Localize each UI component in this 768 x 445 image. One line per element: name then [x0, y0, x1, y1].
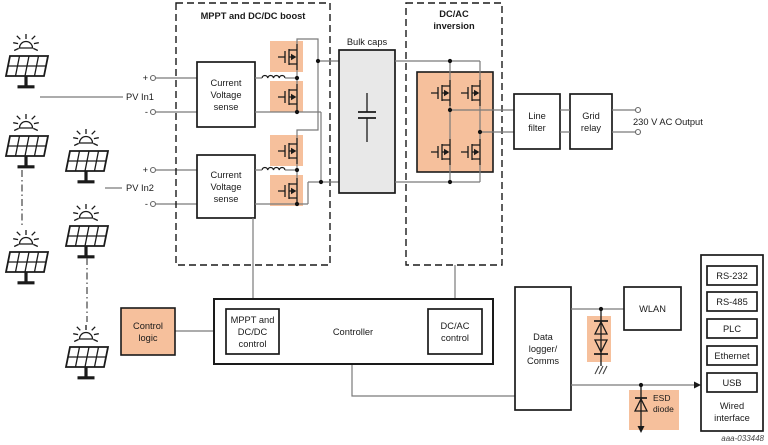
- svg-text:Current: Current: [210, 170, 241, 180]
- solar-panel-icon: [64, 202, 110, 259]
- wired-interface-block: RS-232 RS-485 PLC Ethernet USB Wired int…: [700, 254, 764, 432]
- wlan-block: WLAN: [571, 286, 682, 331]
- pv2-minus-label: -: [145, 199, 148, 209]
- port-rs232: [706, 265, 758, 286]
- line-filter-block: [513, 93, 561, 150]
- port-rs485: [706, 291, 758, 312]
- svg-text:Ethernet: Ethernet: [714, 351, 750, 361]
- pv1-plus-label: +: [143, 73, 148, 83]
- pv-in2-label: PV In2: [126, 183, 154, 193]
- dcac-inversion-section: [405, 2, 503, 266]
- svg-text:DC/DC: DC/DC: [238, 327, 268, 337]
- svg-text:USB: USB: [722, 378, 741, 388]
- current-voltage-sense-1: Current Voltage sense: [196, 61, 256, 128]
- svg-text:Line: Line: [528, 111, 546, 121]
- bulk-caps-label: Bulk caps: [347, 37, 388, 47]
- svg-text:Voltage: Voltage: [210, 90, 241, 100]
- svg-text:Control: Control: [133, 321, 163, 331]
- controller-label: Controller: [333, 327, 373, 337]
- terminal-icon: [634, 128, 642, 136]
- esd-label-2: diode: [653, 404, 674, 414]
- svg-text:Comms: Comms: [527, 356, 559, 366]
- dcac-inversion-title-2: inversion: [433, 21, 475, 31]
- arrow-down-icon: [637, 426, 645, 433]
- mppt-boost-section: [175, 2, 331, 266]
- svg-text:control: control: [441, 333, 469, 343]
- port-plc: [706, 318, 758, 339]
- mppt-boost-title: MPPT and DC/DC boost: [201, 11, 306, 21]
- esd-label-1: ESD: [653, 393, 670, 403]
- terminal-icon: [149, 74, 157, 82]
- inductor-icon: [261, 166, 286, 171]
- inductor-icon: [261, 74, 286, 79]
- diode-icon: [633, 397, 649, 412]
- solar-panel-icon: [4, 32, 50, 89]
- junction-dots: [294, 58, 644, 388]
- esd-highlight: [629, 390, 679, 430]
- solar-panel-icon: [4, 228, 50, 285]
- ac-output-chain: Line filter Grid relay 230 V AC Output: [513, 93, 703, 150]
- control-logic-block: Control logic: [120, 307, 176, 356]
- port-ethernet: [706, 345, 758, 366]
- data-logger-block: Data logger/ Comms: [514, 286, 572, 411]
- svg-text:logic: logic: [138, 333, 157, 343]
- svg-text:Data: Data: [533, 332, 553, 342]
- terminal-icon: [149, 166, 157, 174]
- pv-in1-label: PV In1: [126, 92, 154, 102]
- svg-text:RS-485: RS-485: [716, 297, 748, 307]
- svg-text:MPPT and: MPPT and: [231, 315, 275, 325]
- pv-inputs: PV In1 PV In2 + - + -: [40, 73, 197, 209]
- grid-relay-block: [569, 93, 613, 150]
- mosfet-highlight: [270, 135, 303, 166]
- boost-stage: [255, 38, 339, 206]
- svg-text:PLC: PLC: [723, 324, 741, 334]
- svg-text:sense: sense: [214, 102, 239, 112]
- svg-text:logger/: logger/: [529, 344, 558, 354]
- diode-icon: [593, 339, 609, 354]
- svg-text:RS-232: RS-232: [716, 271, 748, 281]
- svg-text:DC/AC: DC/AC: [441, 321, 470, 331]
- wired-interface-label-1: Wired: [720, 401, 744, 411]
- svg-text:Current: Current: [210, 78, 241, 88]
- mosfet-highlight: [270, 81, 303, 112]
- wired-link: ESD diode: [571, 381, 701, 433]
- tvs-protection: [587, 309, 611, 375]
- arrow-right-icon: [694, 381, 701, 389]
- solar-panel-icon: [64, 127, 110, 184]
- svg-text:relay: relay: [581, 123, 602, 133]
- bulk-caps-block: Bulk caps: [338, 37, 396, 194]
- pv2-plus-label: +: [143, 165, 148, 175]
- ground-icon: [594, 365, 608, 375]
- svg-text:Voltage: Voltage: [210, 182, 241, 192]
- svg-text:control: control: [239, 339, 267, 349]
- svg-text:sense: sense: [214, 194, 239, 204]
- pv-array: [4, 32, 110, 380]
- mosfet-highlight: [270, 41, 303, 72]
- ac-output-label: 230 V AC Output: [633, 117, 703, 127]
- solar-panel-icon: [4, 112, 50, 169]
- inverter-bridge: [395, 60, 514, 183]
- terminal-icon: [634, 106, 642, 114]
- terminal-icon: [149, 200, 157, 208]
- solar-panel-icon: [64, 323, 110, 380]
- svg-text:WLAN: WLAN: [639, 304, 666, 314]
- port-usb: [706, 372, 758, 393]
- mosfet-highlight: [270, 175, 303, 206]
- wired-interface-label-2: interface: [714, 413, 750, 423]
- bridge-highlight: [416, 71, 494, 173]
- dcac-inversion-title-1: DC/AC: [439, 9, 469, 19]
- mppt-control-block: [225, 308, 280, 355]
- current-voltage-sense-2: Current Voltage sense: [196, 154, 256, 219]
- svg-text:filter: filter: [528, 123, 546, 133]
- diode-icon: [593, 320, 609, 335]
- pv1-minus-label: -: [145, 107, 148, 117]
- terminal-icon: [149, 108, 157, 116]
- dcac-control-block: [427, 308, 483, 355]
- tvs-highlight: [587, 316, 611, 362]
- controller-assembly: Controller MPPT and DC/DC control DC/AC …: [175, 218, 515, 397]
- figure-id: aaa-033448: [721, 434, 764, 443]
- svg-text:Grid: Grid: [582, 111, 600, 121]
